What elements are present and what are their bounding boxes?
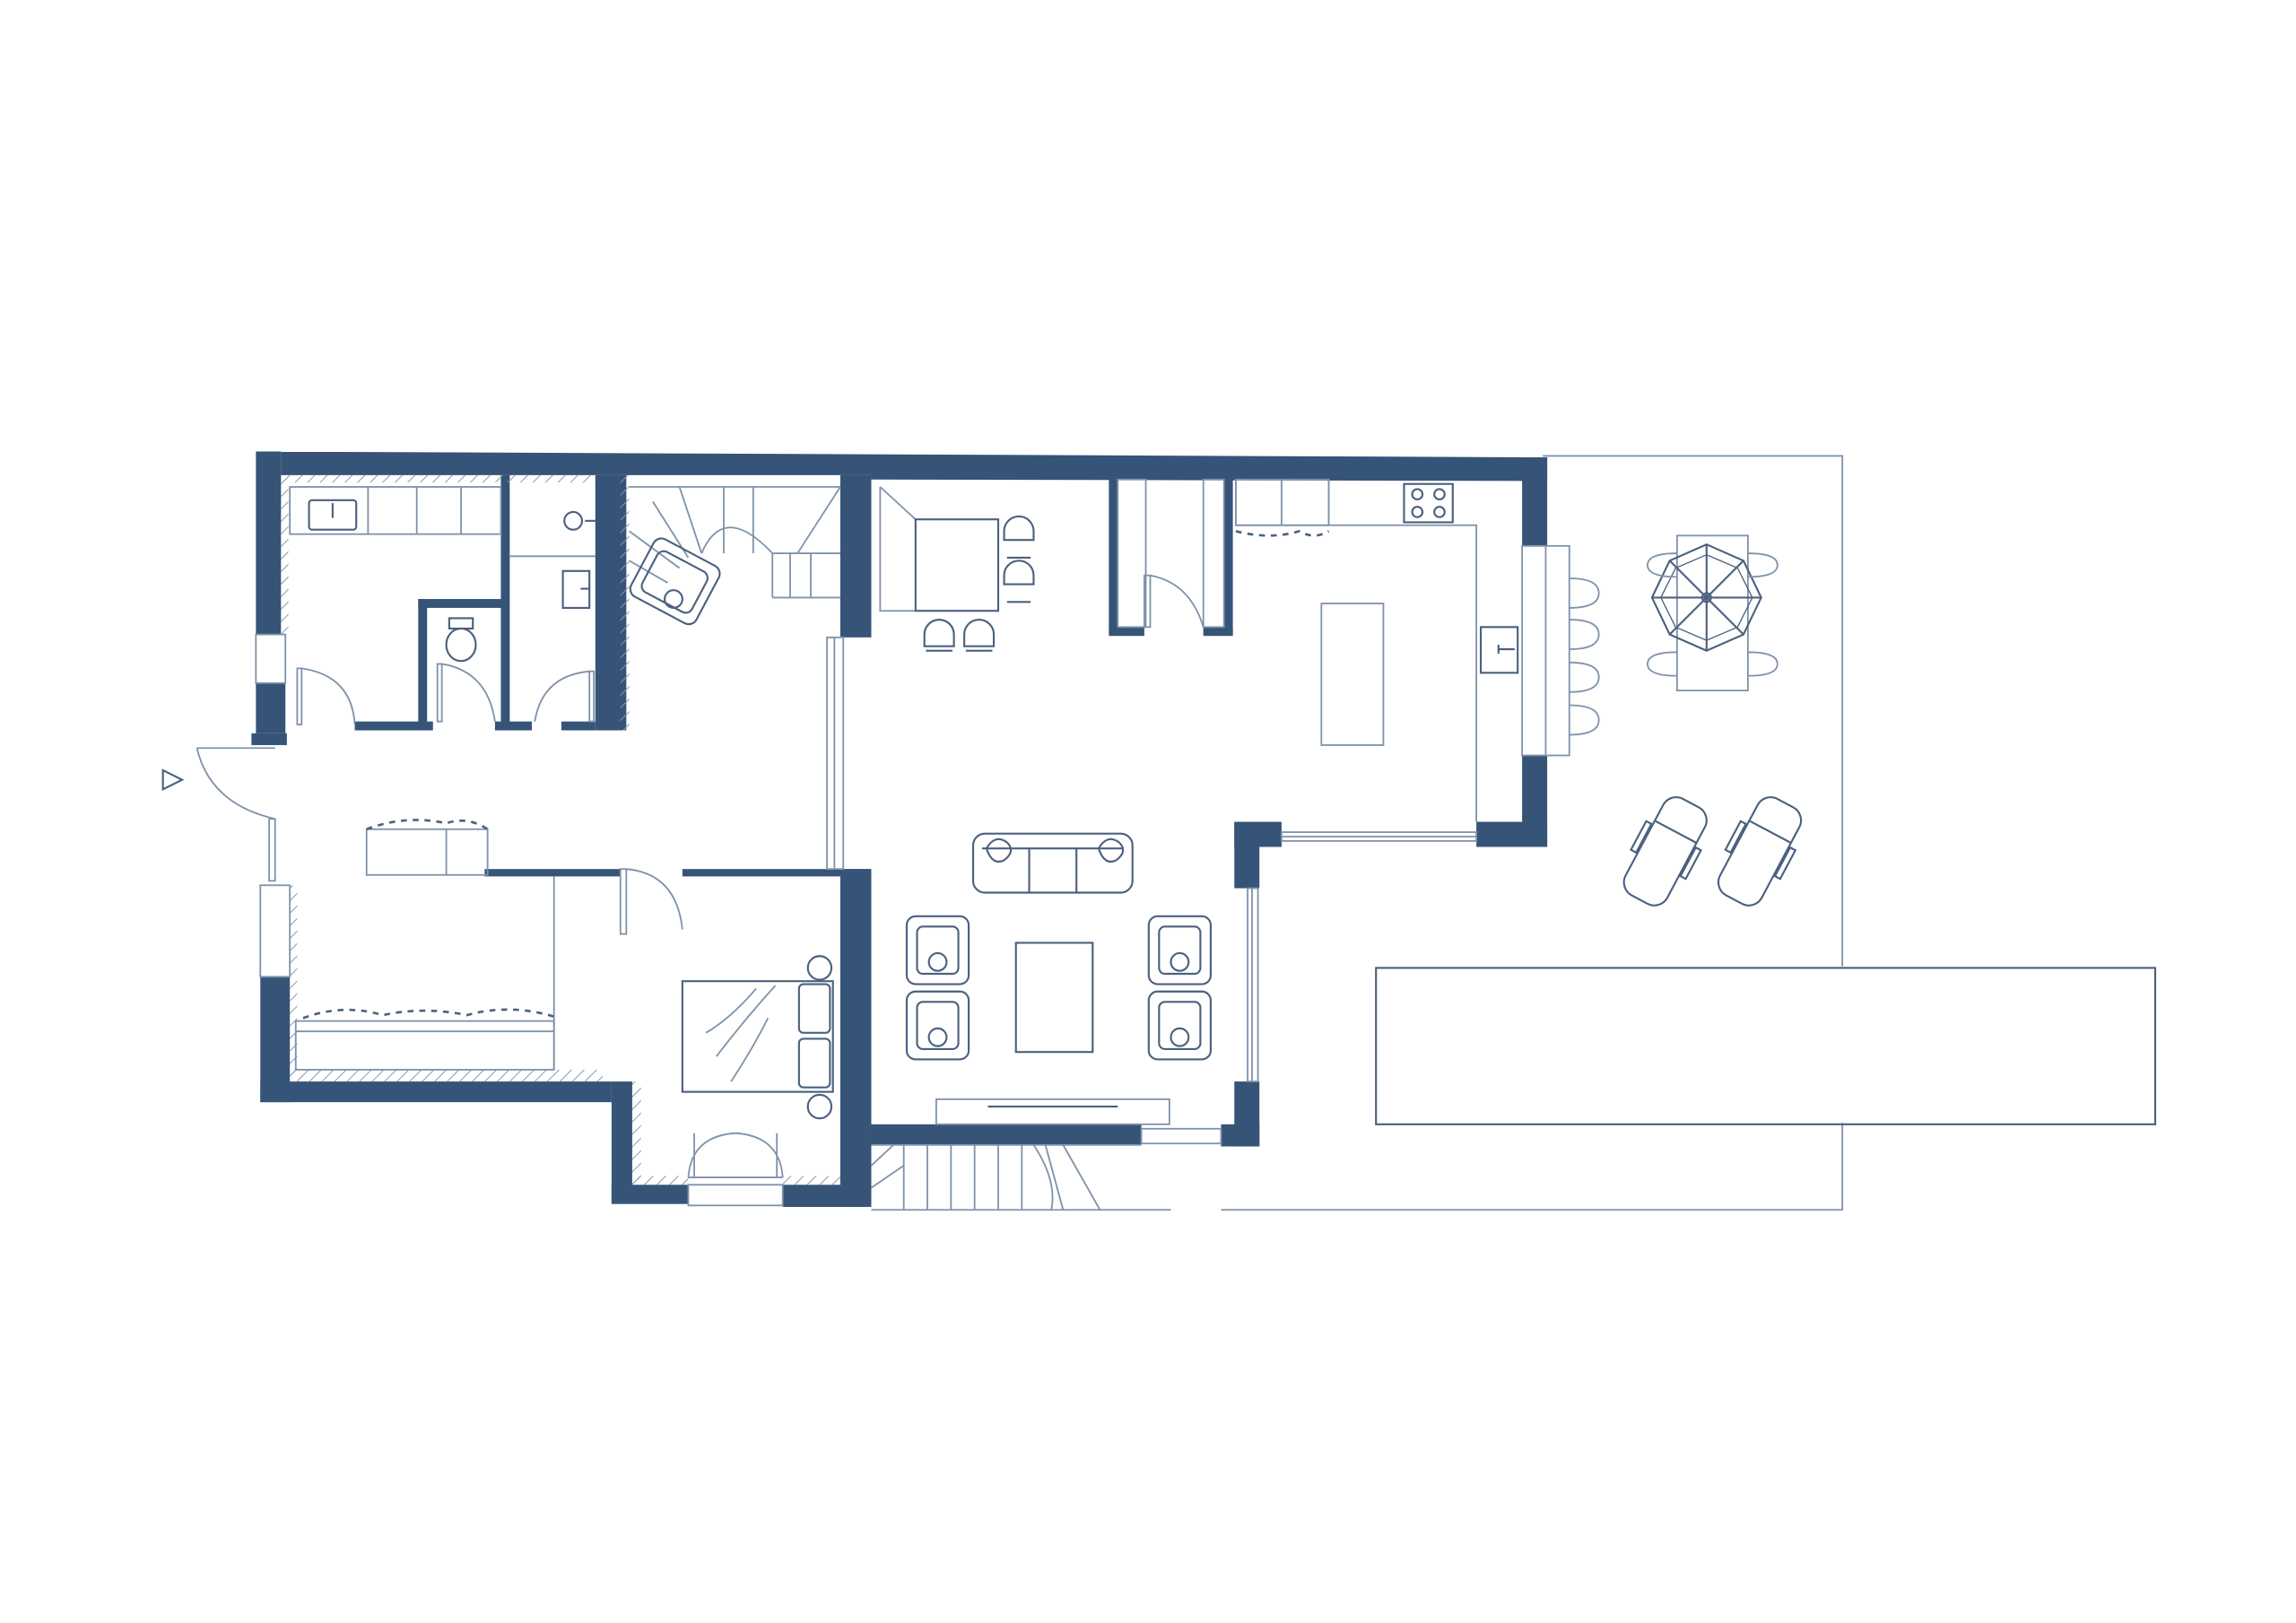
walls (251, 451, 1548, 1207)
bathroom (509, 510, 596, 723)
double-bed (681, 980, 834, 1093)
bedroom (681, 955, 834, 1207)
cooktop (1403, 482, 1454, 524)
bath-basin-square (561, 569, 591, 609)
dining-area (879, 486, 1035, 652)
pool (1375, 967, 2157, 1125)
bar-counter (1521, 544, 1600, 757)
coffee-table (1014, 942, 1094, 1054)
umbrella-icon (1650, 543, 1762, 652)
outdoor-dining (1647, 534, 1779, 691)
dining-table (914, 518, 1000, 612)
staircase-upper (629, 486, 841, 626)
outdoor-chairs (1647, 552, 1779, 677)
kitchen-counter (1234, 478, 1478, 822)
armchairs (905, 915, 1213, 1061)
wc (436, 617, 496, 723)
corridor-glazing (826, 636, 845, 871)
wardrobe-room (294, 819, 683, 1071)
kitchen (1117, 478, 1519, 822)
bedroom-window-door (687, 1132, 784, 1207)
sun-loungers (1622, 796, 1803, 907)
sofa (971, 832, 1134, 894)
wall-hatching (281, 474, 840, 1185)
bar-stools (1569, 577, 1600, 736)
toilet (445, 617, 477, 663)
entrance-arrow-icon (161, 768, 185, 792)
dining-chairs (923, 515, 1035, 652)
bedside-lamp-top (806, 955, 833, 981)
kitchen-island (1320, 603, 1385, 746)
armchair-upper (629, 537, 721, 626)
utility-room (289, 486, 502, 725)
tv-cabinet (935, 1098, 1170, 1125)
washbasin (308, 499, 358, 531)
kitchen-sink (1479, 626, 1519, 674)
living-room (905, 831, 1478, 1145)
staircase-lower (870, 1143, 1142, 1211)
bath-basin-round (563, 510, 596, 531)
entrance (161, 633, 291, 978)
bedside-lamp-bottom (806, 1093, 833, 1120)
living-windows (1140, 831, 1478, 1145)
